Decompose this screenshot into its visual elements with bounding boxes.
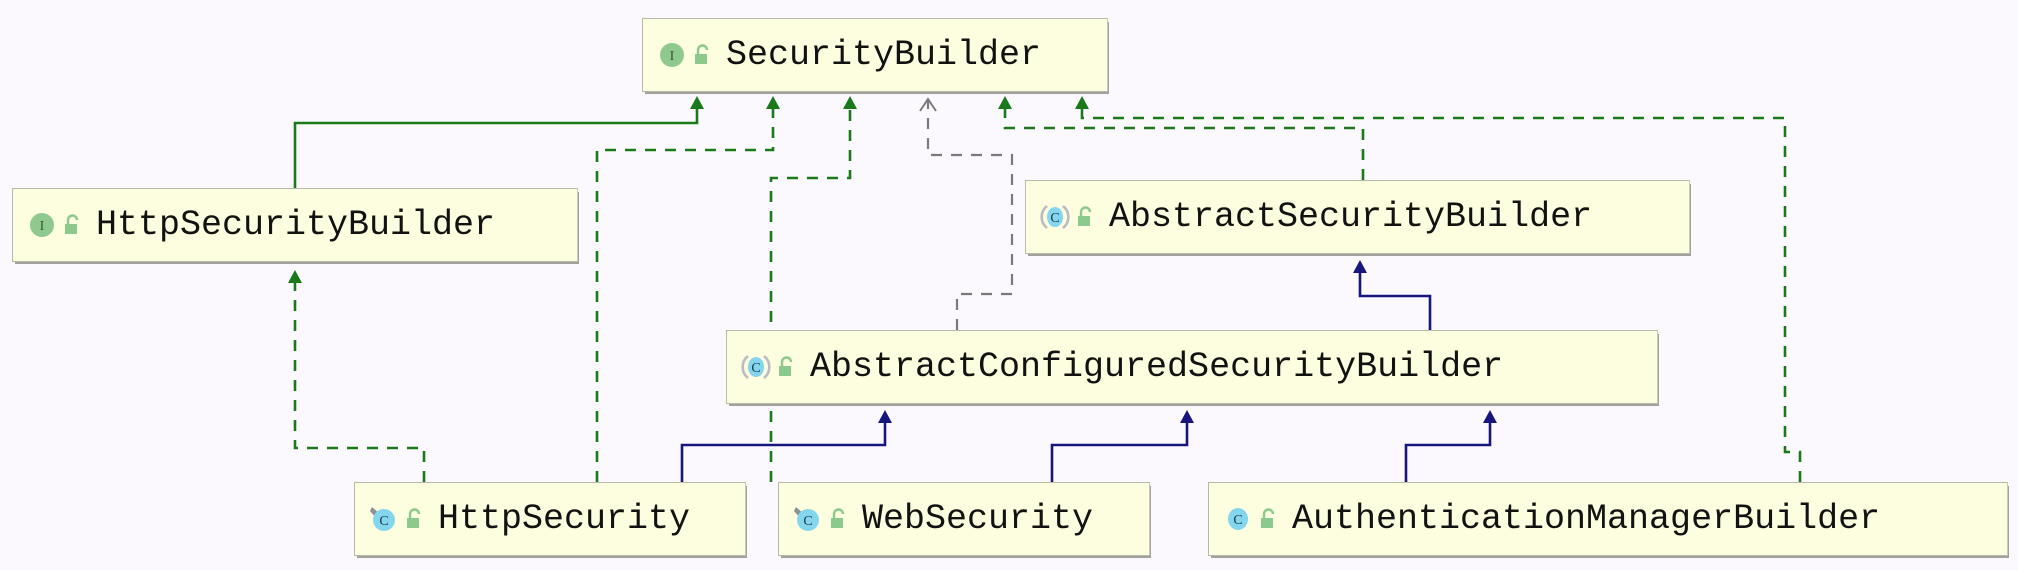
uml-node-label: WebSecurity	[862, 498, 1094, 539]
uml-node-http-security-builder[interactable]: I HttpSecurityBuilder	[12, 188, 578, 262]
svg-text:I: I	[40, 219, 45, 234]
unlocked-padlock-icon	[1078, 206, 1092, 226]
svg-text:C: C	[1233, 513, 1242, 528]
edge-acsb-extends-asb	[1353, 260, 1432, 330]
uml-node-abstract-configured-security-builder[interactable]: C AbstractConfiguredSecurityBuilder	[726, 330, 1658, 404]
edge-hs-implements-sb	[595, 96, 780, 482]
icon-group: C	[1040, 202, 1097, 232]
svg-text:I: I	[670, 49, 675, 64]
uml-node-label: AbstractSecurityBuilder	[1109, 196, 1593, 237]
svg-text:C: C	[379, 514, 388, 529]
svg-text:C: C	[803, 514, 812, 529]
edge-asb-implements-sb	[998, 96, 1365, 180]
svg-text:C: C	[751, 361, 760, 376]
plain-class-icon: C	[1228, 508, 1248, 530]
edge-hs-implements-hsb	[288, 270, 426, 482]
icon-group: C	[1223, 504, 1280, 534]
uml-node-web-security[interactable]: C WebSecurity	[778, 482, 1150, 556]
edge-amb-extends-acsb	[1404, 410, 1497, 482]
unlocked-padlock-icon	[695, 44, 709, 64]
class-icon: C	[370, 507, 395, 531]
unlocked-padlock-icon	[407, 508, 421, 528]
icon-group: C	[741, 352, 798, 382]
unlocked-padlock-icon	[831, 508, 845, 528]
edge-acsb-depends-sb	[919, 97, 1014, 330]
uml-node-label: SecurityBuilder	[726, 34, 1042, 75]
abstract-class-icon: C	[741, 354, 771, 380]
uml-node-label: HttpSecurityBuilder	[96, 204, 496, 245]
edge-amb-implements-sb	[1075, 96, 1802, 482]
unlocked-padlock-icon	[1261, 508, 1275, 528]
icon-group: I	[657, 40, 714, 70]
abstract-class-icon: C	[1040, 204, 1070, 230]
uml-node-label: AuthenticationManagerBuilder	[1292, 498, 1881, 539]
uml-node-security-builder[interactable]: I SecurityBuilder	[642, 18, 1108, 92]
interface-icon: I	[30, 213, 54, 237]
edge-ws-extends-acsb	[1050, 410, 1194, 482]
uml-node-authentication-manager-builder[interactable]: C AuthenticationManagerBuilder	[1208, 482, 2008, 556]
uml-node-label: HttpSecurity	[438, 498, 691, 539]
uml-node-label: AbstractConfiguredSecurityBuilder	[810, 346, 1504, 387]
icon-group: I	[27, 210, 84, 240]
uml-node-http-security[interactable]: C HttpSecurity	[354, 482, 746, 556]
class-icon: C	[794, 507, 819, 531]
svg-text:C: C	[1050, 211, 1059, 226]
edge-ws-implements-sb	[769, 96, 857, 482]
unlocked-padlock-icon	[779, 356, 793, 376]
edge-hsb-implements-sb	[293, 96, 704, 188]
uml-node-abstract-security-builder[interactable]: C AbstractSecurityBuilder	[1025, 180, 1690, 254]
interface-icon: I	[660, 43, 684, 67]
icon-group: C	[793, 504, 850, 534]
icon-group: C	[369, 504, 426, 534]
edge-hs-extends-acsb	[680, 410, 892, 482]
unlocked-padlock-icon	[65, 214, 79, 234]
